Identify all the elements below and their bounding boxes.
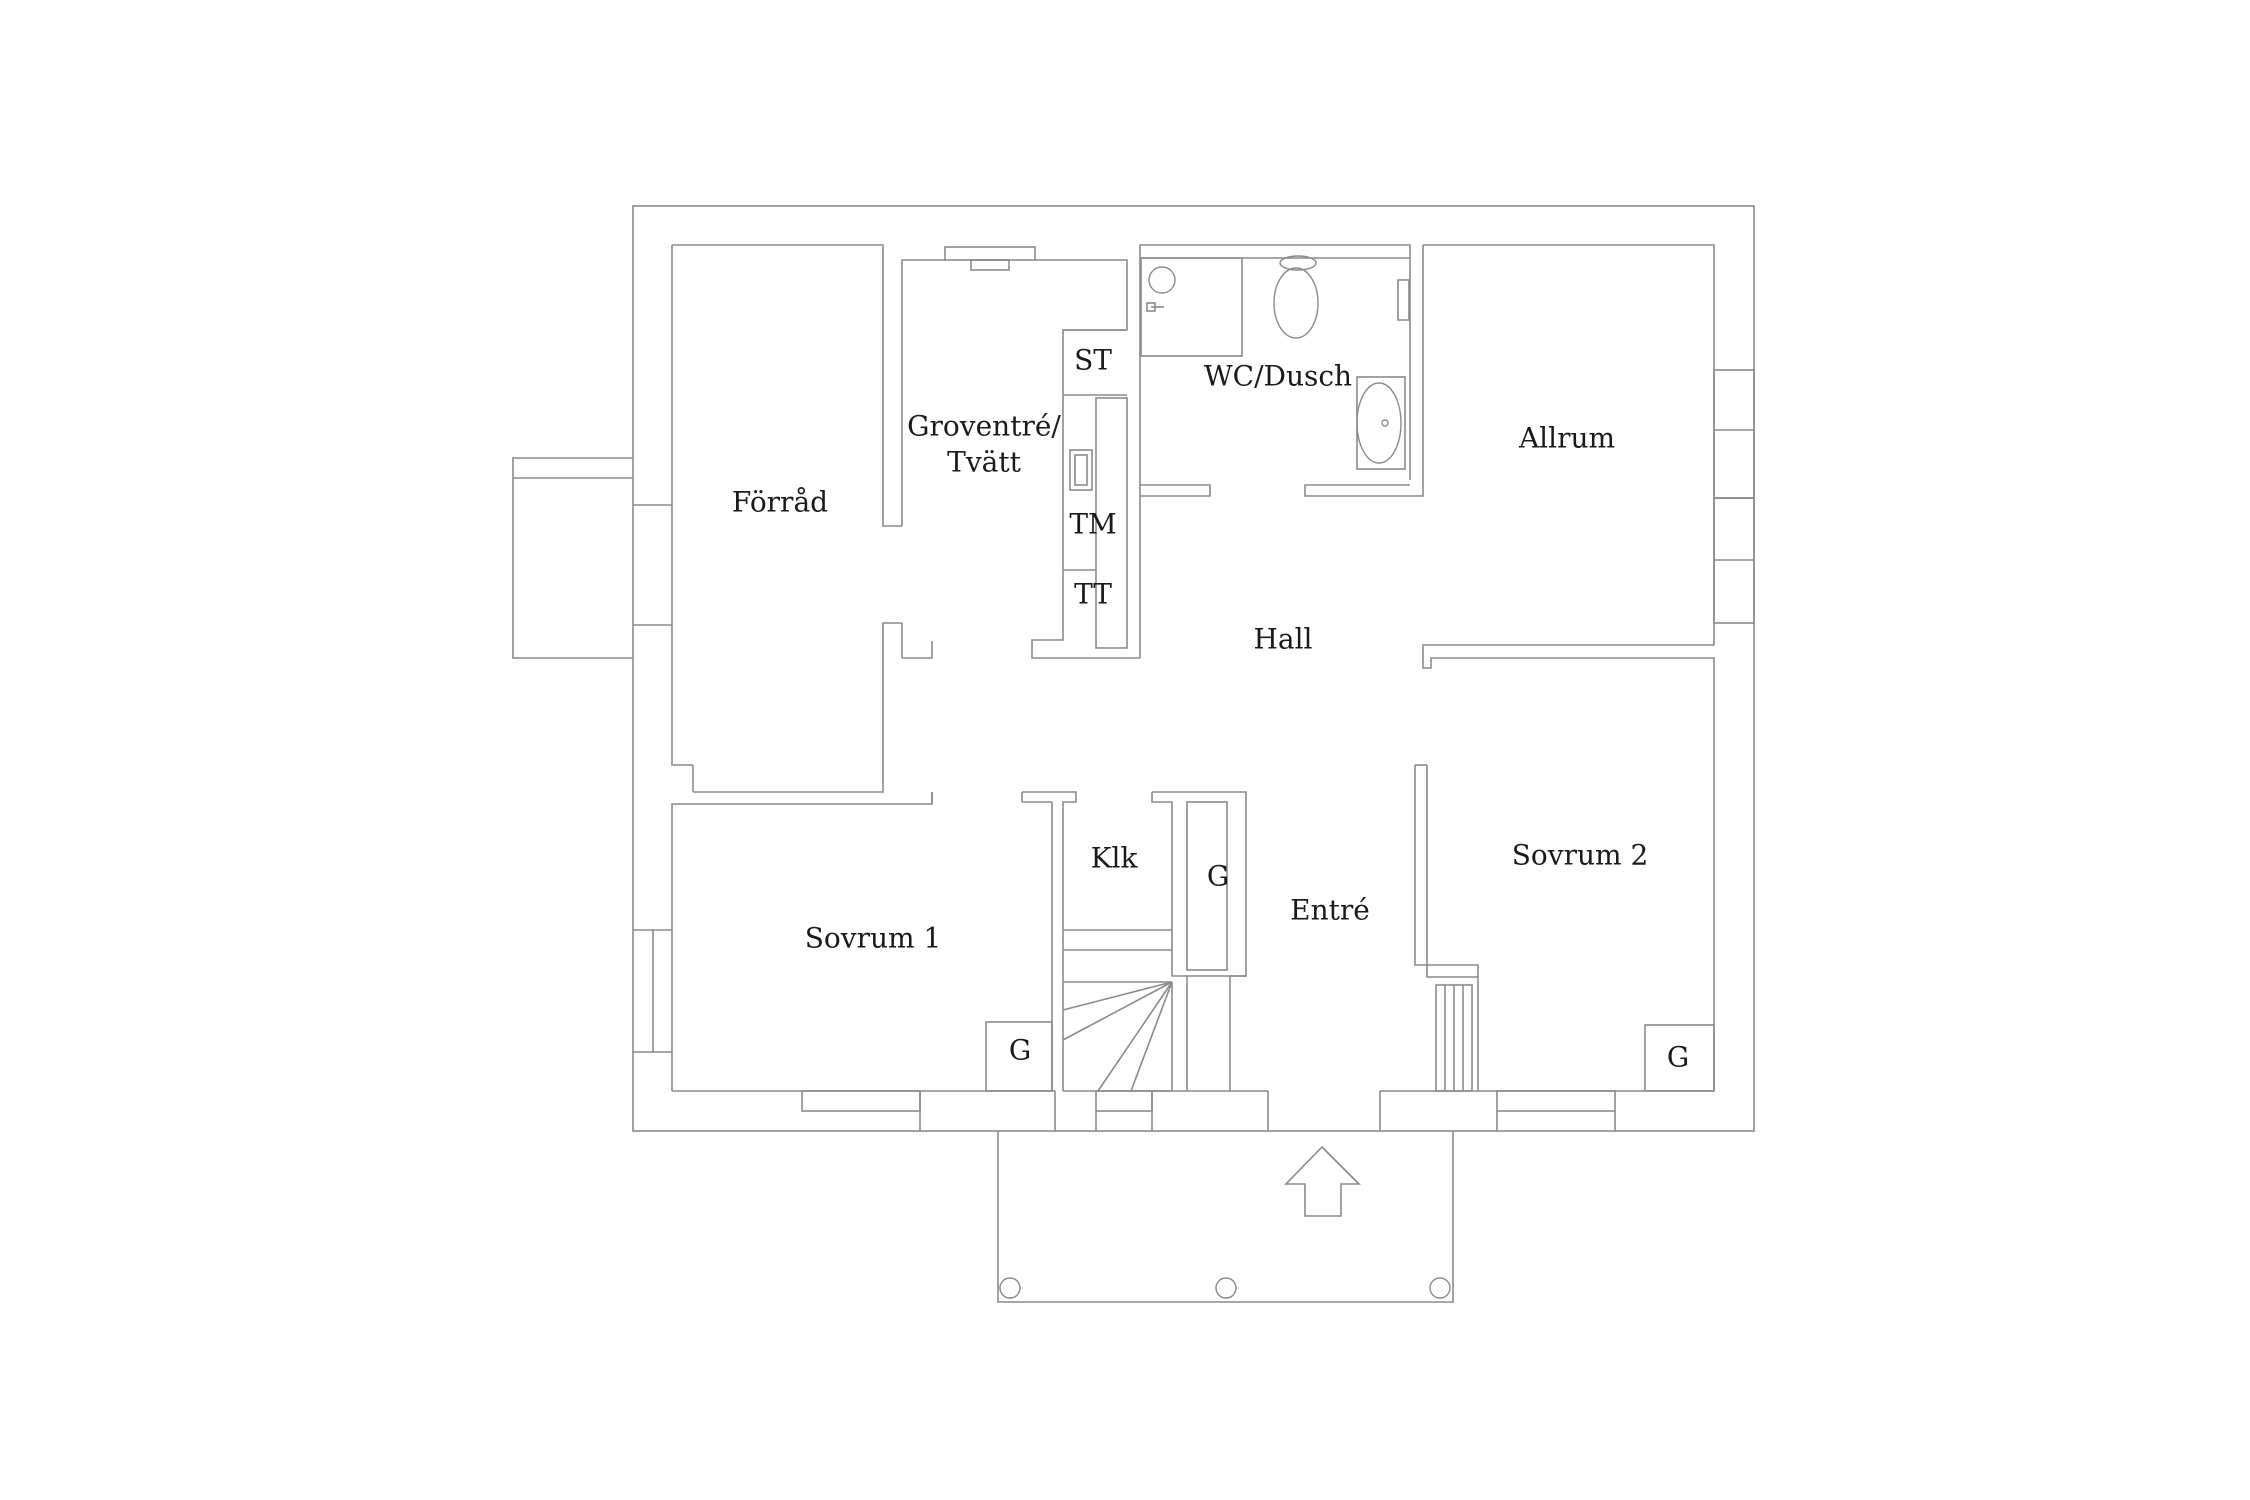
interior-walls [633,244,1755,1299]
fixture-label-st: ST [1074,344,1112,377]
closet-label-entre: G [1207,860,1229,893]
closet-label-sovrum1: G [1009,1034,1031,1067]
room-label-wc: WC/Dusch [1204,360,1352,393]
fixture-label-tm: TM [1069,508,1116,541]
outer-walls [512,205,1755,1303]
room-label-entre: Entré [1290,894,1370,927]
closet-label-sovrum2: G [1667,1041,1689,1074]
room-label-klk: Klk [1091,842,1139,875]
fixture-label-tt: TT [1074,578,1112,611]
room-label-groventre-line1: Groventré/ [907,410,1061,443]
room-label-forrad: Förråd [732,486,828,519]
room-label-sovrum2: Sovrum 2 [1512,839,1649,872]
room-label-allrum: Allrum [1518,422,1615,455]
arrow-up-icon [1284,1145,1361,1217]
room-label-sovrum1: Sovrum 1 [805,922,942,955]
room-label-hall: Hall [1253,623,1312,656]
room-label-groventre-line2: Tvätt [947,446,1021,479]
